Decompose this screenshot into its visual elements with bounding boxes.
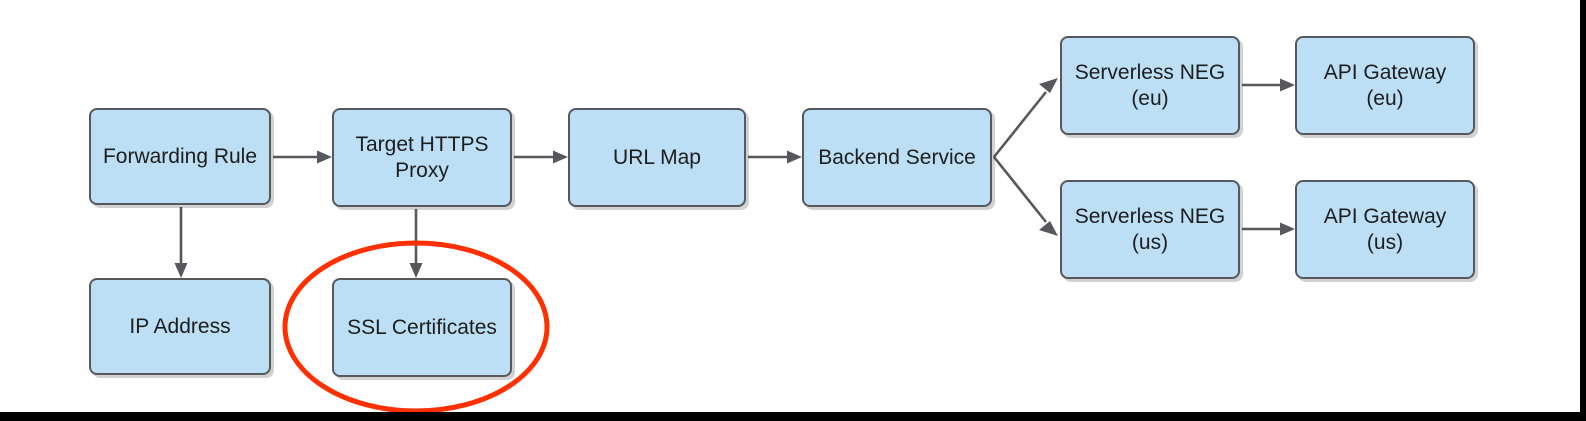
- edge-target-https-proxy-to-url-map: [514, 150, 568, 164]
- node-api-gateway-eu[interactable]: API Gateway (eu): [1295, 36, 1475, 135]
- node-ssl-certificates[interactable]: SSL Certificates: [332, 278, 512, 377]
- node-url-map[interactable]: URL Map: [568, 108, 746, 207]
- viewport-bottom-edge: [0, 412, 1586, 421]
- node-forwarding-rule[interactable]: Forwarding Rule: [89, 108, 271, 205]
- node-api-gateway-us[interactable]: API Gateway (us): [1295, 180, 1475, 279]
- node-backend-service[interactable]: Backend Service: [802, 108, 992, 207]
- edge-url-map-to-backend-service: [748, 150, 802, 164]
- node-serverless-neg-us[interactable]: Serverless NEG (us): [1060, 180, 1240, 279]
- edge-target-https-proxy-to-ssl-certificates: [409, 209, 423, 278]
- edge-serverless-neg-us-to-api-gateway-us: [1242, 222, 1295, 236]
- edge-backend-service-to-serverless-neg-eu: [992, 78, 1058, 158]
- edge-forwarding-rule-to-target-https-proxy: [273, 150, 332, 164]
- edge-forwarding-rule-to-ip-address: [174, 207, 188, 278]
- node-target-https-proxy[interactable]: Target HTTPS Proxy: [332, 108, 512, 207]
- edge-backend-service-to-serverless-neg-us: [992, 156, 1058, 236]
- node-ip-address[interactable]: IP Address: [89, 278, 271, 375]
- viewport-right-edge: [1580, 0, 1586, 421]
- edge-serverless-neg-eu-to-api-gateway-eu: [1242, 78, 1295, 92]
- node-serverless-neg-eu[interactable]: Serverless NEG (eu): [1060, 36, 1240, 135]
